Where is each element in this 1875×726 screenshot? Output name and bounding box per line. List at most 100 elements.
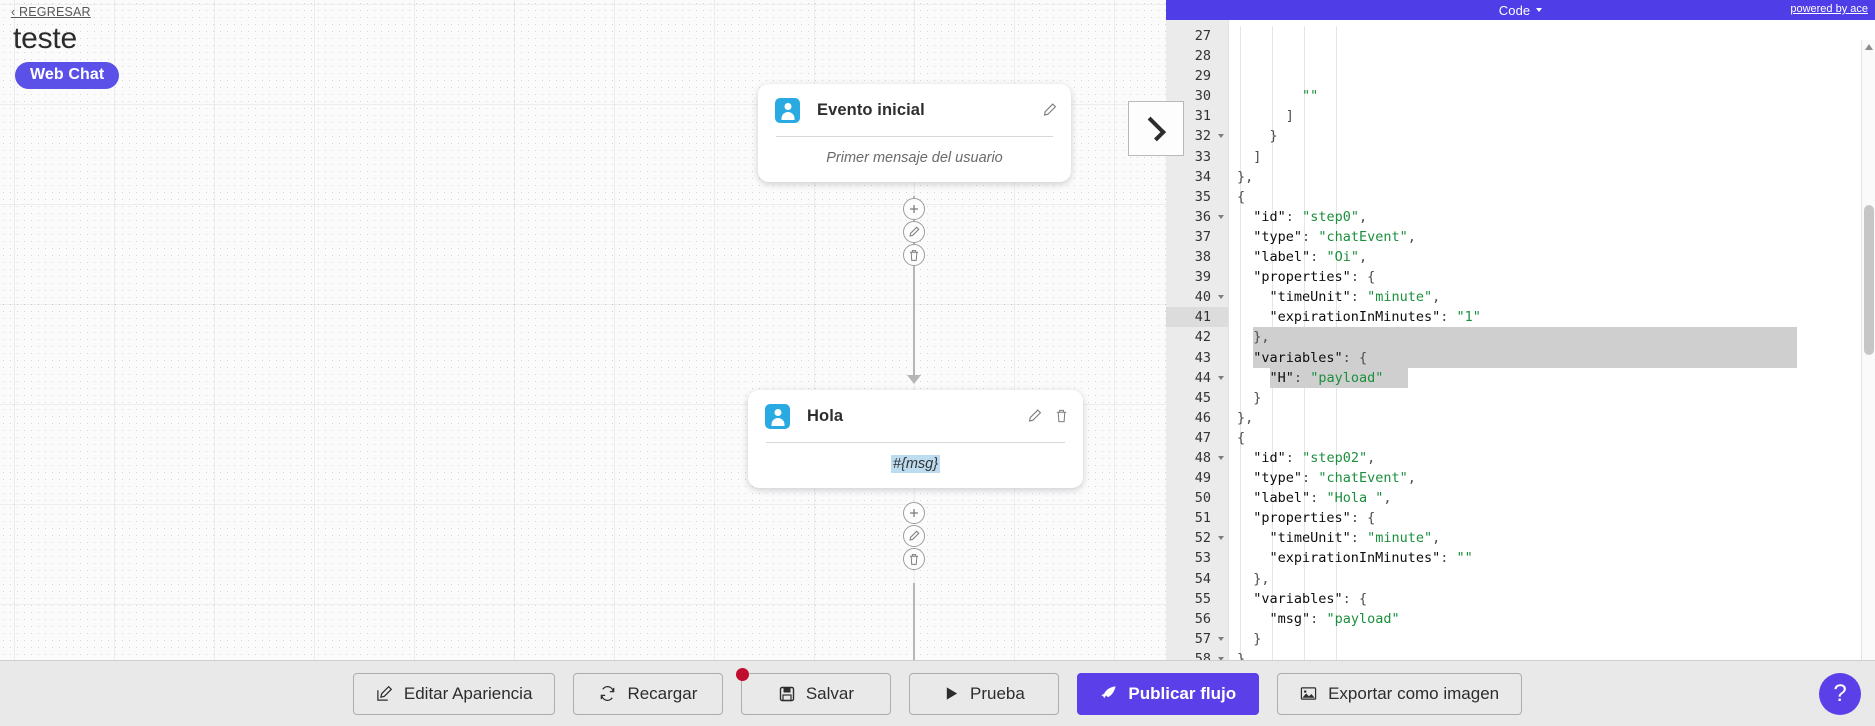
editor-collapse-handle[interactable]: [1128, 101, 1184, 156]
fold-triangle-icon[interactable]: [1218, 536, 1224, 541]
line-number[interactable]: 38: [1194, 249, 1211, 266]
line-number[interactable]: 28: [1194, 48, 1211, 65]
code-line[interactable]: "variables": {: [1237, 589, 1875, 609]
line-number[interactable]: 45: [1194, 389, 1211, 406]
line-number[interactable]: 30: [1194, 88, 1211, 105]
code-line[interactable]: "variables": {: [1237, 347, 1875, 368]
code-line[interactable]: "properties": {: [1237, 267, 1875, 287]
code-content[interactable]: "" ] } ]},{ "id": "step0", "type": "chat…: [1237, 20, 1875, 660]
node-title: Hola: [807, 407, 844, 425]
line-number[interactable]: 46: [1194, 409, 1211, 426]
code-line[interactable]: ]: [1237, 147, 1875, 167]
line-number[interactable]: 39: [1194, 269, 1211, 286]
toolbar-button-salvar[interactable]: Salvar: [736, 667, 892, 715]
line-number[interactable]: 27: [1194, 28, 1211, 44]
fold-triangle-icon[interactable]: [1218, 455, 1224, 460]
line-number[interactable]: 29: [1194, 68, 1211, 85]
code-line[interactable]: "type": "chatEvent",: [1237, 227, 1875, 247]
line-number[interactable]: 44: [1166, 368, 1228, 388]
back-link[interactable]: ‹ REGRESAR: [11, 5, 91, 19]
line-number[interactable]: 58: [1166, 649, 1228, 660]
line-number[interactable]: 54: [1194, 570, 1211, 587]
code-line[interactable]: "timeUnit": "minute",: [1237, 528, 1875, 548]
line-number[interactable]: 52: [1166, 528, 1228, 548]
line-number[interactable]: 40: [1166, 287, 1228, 307]
line-number[interactable]: 37: [1194, 228, 1211, 245]
toolbar-button-exportar-como-imagen[interactable]: Exportar como imagen: [1277, 672, 1523, 715]
fold-triangle-icon[interactable]: [1218, 656, 1224, 660]
line-number[interactable]: 34: [1194, 168, 1211, 185]
chevron-down-icon[interactable]: [1536, 8, 1543, 12]
line-number[interactable]: 35: [1194, 188, 1211, 205]
code-line[interactable]: "timeUnit": "minute",: [1237, 287, 1875, 307]
code-line[interactable]: "type": "chatEvent",: [1237, 468, 1875, 488]
line-number[interactable]: 41: [1166, 307, 1228, 328]
delete-icon[interactable]: [903, 244, 925, 266]
code-line[interactable]: "id": "step02",: [1237, 448, 1875, 468]
delete-icon[interactable]: [1054, 409, 1069, 424]
code-line[interactable]: ]: [1237, 106, 1875, 126]
line-number[interactable]: 57: [1166, 629, 1228, 649]
code-line[interactable]: }: [1237, 126, 1875, 146]
line-number[interactable]: 32: [1166, 126, 1228, 146]
line-number[interactable]: 42: [1194, 329, 1211, 346]
code-line[interactable]: "id": "step0",: [1237, 207, 1875, 227]
code-line[interactable]: "properties": {: [1237, 508, 1875, 528]
edit-icon[interactable]: [903, 221, 925, 243]
code-line[interactable]: {: [1237, 187, 1875, 207]
code-line[interactable]: "msg": "payload": [1237, 609, 1875, 629]
fold-triangle-icon[interactable]: [1218, 134, 1224, 139]
flow-node-hola[interactable]: Hola #{msg}: [748, 390, 1083, 488]
scroll-up-arrow-icon[interactable]: [1865, 44, 1873, 50]
editor-vertical-scrollbar[interactable]: [1861, 40, 1875, 660]
fold-triangle-icon[interactable]: [1218, 295, 1224, 300]
line-number[interactable]: 36: [1166, 207, 1228, 227]
fold-triangle-icon[interactable]: [1218, 214, 1224, 219]
line-number[interactable]: 55: [1194, 590, 1211, 607]
toolbar-button-recargar[interactable]: Recargar: [573, 672, 724, 715]
toolbar-button-editar-apariencia[interactable]: Editar Apariencia: [352, 672, 556, 715]
line-number[interactable]: 48: [1166, 448, 1228, 468]
code-line[interactable]: }: [1237, 388, 1875, 408]
line-number[interactable]: 33: [1194, 148, 1211, 165]
line-number[interactable]: 51: [1194, 510, 1211, 527]
code-line[interactable]: {: [1237, 428, 1875, 448]
code-line[interactable]: }: [1237, 629, 1875, 649]
edit-icon[interactable]: [1027, 409, 1042, 424]
add-icon[interactable]: [903, 502, 925, 524]
code-line[interactable]: "H": "payload": [1237, 367, 1875, 388]
code-editor-titlebar[interactable]: Code powered by ace: [1166, 0, 1875, 20]
line-number[interactable]: 49: [1194, 470, 1211, 487]
toolbar-button-prueba[interactable]: Prueba: [909, 672, 1060, 715]
add-icon[interactable]: [903, 198, 925, 220]
code-line[interactable]: }: [1237, 649, 1875, 660]
code-text: "id": "step0",: [1253, 208, 1368, 225]
toolbar-button-publicar-flujo[interactable]: Publicar flujo: [1077, 672, 1260, 715]
scrollbar-thumb[interactable]: [1864, 205, 1874, 355]
fold-triangle-icon[interactable]: [1218, 375, 1224, 380]
code-line[interactable]: },: [1237, 569, 1875, 589]
line-number[interactable]: 47: [1194, 429, 1211, 446]
line-number[interactable]: 50: [1194, 490, 1211, 507]
code-line[interactable]: "label": "Hola ",: [1237, 488, 1875, 508]
code-line[interactable]: "label": "Oi",: [1237, 247, 1875, 267]
flow-node-evento-inicial[interactable]: Evento inicial Primer mensaje del usuari…: [758, 84, 1071, 182]
code-line[interactable]: "expirationInMinutes": "1": [1237, 307, 1875, 327]
code-line[interactable]: },: [1237, 327, 1875, 348]
delete-icon[interactable]: [903, 548, 925, 570]
edit-icon[interactable]: [1042, 103, 1057, 118]
powered-by-ace-link[interactable]: powered by ace: [1790, 3, 1868, 15]
flow-canvas[interactable]: ‹ REGRESAR teste Web Chat Evento inicial…: [0, 0, 1166, 660]
code-line[interactable]: "": [1237, 86, 1875, 106]
line-number[interactable]: 43: [1194, 349, 1211, 366]
code-line[interactable]: },: [1237, 408, 1875, 428]
code-line[interactable]: "expirationInMinutes": "": [1237, 548, 1875, 568]
line-number[interactable]: 53: [1194, 550, 1211, 567]
line-number[interactable]: 31: [1194, 108, 1211, 125]
help-button[interactable]: ?: [1819, 673, 1861, 715]
edit-icon[interactable]: [903, 525, 925, 547]
code-line[interactable]: },: [1237, 167, 1875, 187]
fold-triangle-icon[interactable]: [1218, 636, 1224, 641]
line-number[interactable]: 56: [1194, 610, 1211, 627]
